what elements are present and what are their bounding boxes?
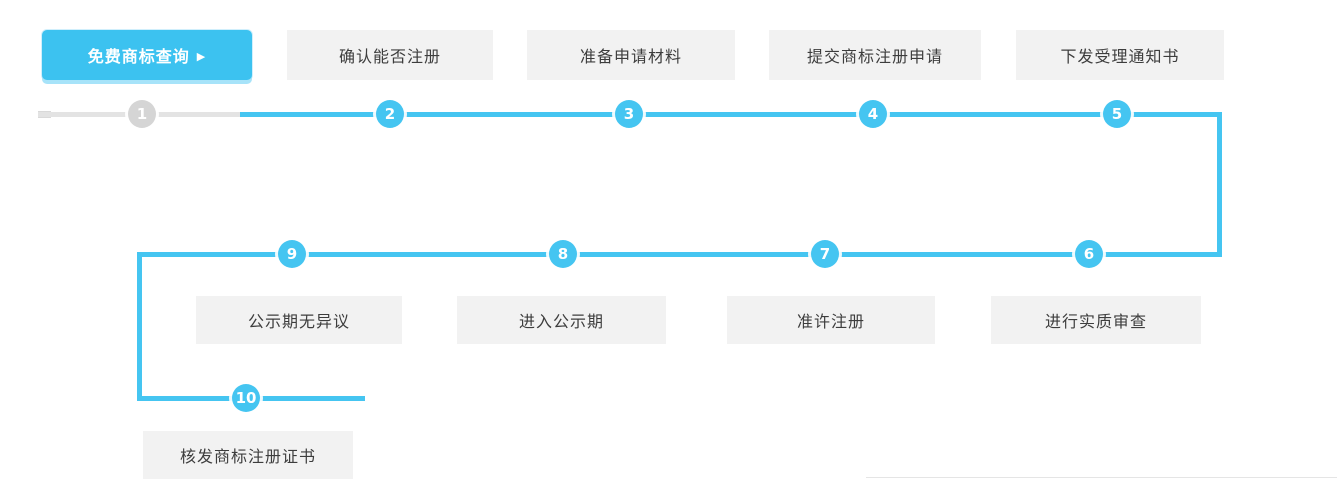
step-circle-10: 10 xyxy=(232,384,260,412)
step-box-no-objection: 公示期无异议 xyxy=(196,296,402,344)
step-box-confirm-registrable: 确认能否注册 xyxy=(287,30,493,80)
step-circle-9: 9 xyxy=(278,240,306,268)
step-box-permit-registration: 准许注册 xyxy=(727,296,935,344)
play-arrow-icon: ▶ xyxy=(196,49,207,63)
step-circle-1: 1 xyxy=(128,100,156,128)
step-box-substantive-examination: 进行实质审查 xyxy=(991,296,1201,344)
step-box-acceptance-notice: 下发受理通知书 xyxy=(1016,30,1224,80)
step-circle-6: 6 xyxy=(1075,240,1103,268)
progress-line-right-vertical xyxy=(1217,112,1222,257)
section-divider xyxy=(866,477,1337,478)
step-box-prepare-materials: 准备申请材料 xyxy=(527,30,735,80)
step-circle-3: 3 xyxy=(615,100,643,128)
progress-line-left-vertical xyxy=(137,252,142,401)
step-circle-4: 4 xyxy=(859,100,887,128)
free-trademark-query-label: 免费商标查询 xyxy=(87,47,190,66)
step-circle-8: 8 xyxy=(549,240,577,268)
step-box-publication-period: 进入公示期 xyxy=(457,296,666,344)
progress-line-row2 xyxy=(137,252,1222,257)
step-circle-7: 7 xyxy=(811,240,839,268)
step-box-issue-certificate: 核发商标注册证书 xyxy=(143,431,353,479)
step-circle-5: 5 xyxy=(1103,100,1131,128)
step-box-submit-application: 提交商标注册申请 xyxy=(769,30,981,80)
step-circle-2: 2 xyxy=(376,100,404,128)
progress-line-row1 xyxy=(240,112,1222,117)
free-trademark-query-button[interactable]: 免费商标查询 ▶ xyxy=(42,30,252,80)
